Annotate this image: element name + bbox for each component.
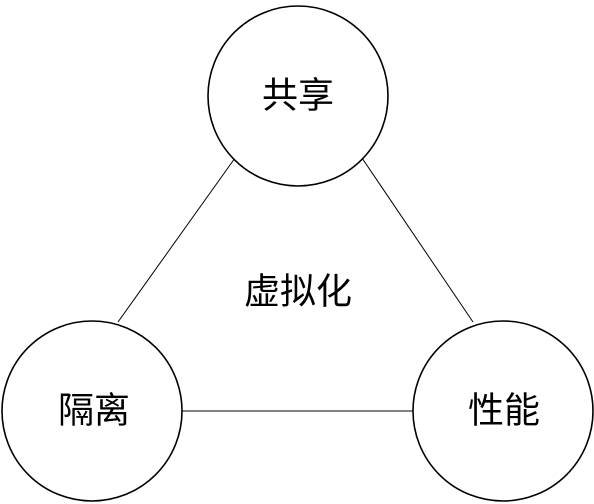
edge-top-right bbox=[361, 157, 474, 323]
node-performance: 性能 bbox=[412, 320, 594, 502]
center-label: 虚拟化 bbox=[244, 272, 352, 313]
node-sharing-circle bbox=[207, 5, 389, 187]
node-performance-label: 性能 bbox=[468, 391, 540, 432]
node-sharing: 共享 bbox=[207, 5, 389, 187]
node-isolation: 隔离 bbox=[1, 320, 183, 502]
node-sharing-label: 共享 bbox=[262, 76, 334, 117]
node-performance-circle bbox=[412, 320, 594, 502]
edge-top-left bbox=[117, 157, 236, 323]
node-isolation-label: 隔离 bbox=[58, 391, 130, 432]
node-isolation-circle bbox=[1, 320, 183, 502]
